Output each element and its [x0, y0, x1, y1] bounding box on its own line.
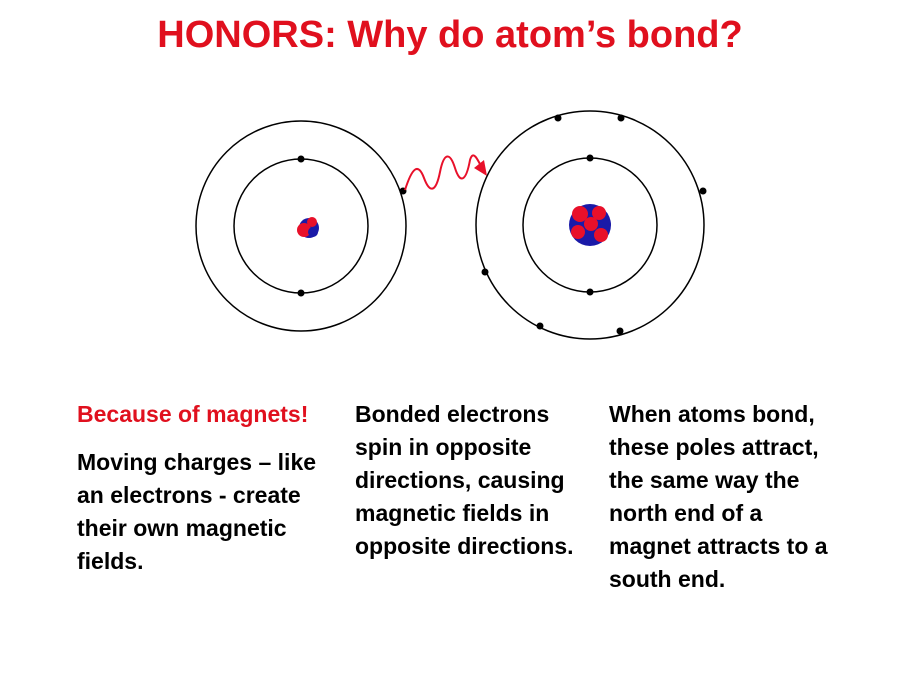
- right-electron: [616, 327, 624, 335]
- arrow-head: [474, 160, 487, 176]
- text-column-3: When atoms bond, these poles attract, th…: [609, 398, 849, 596]
- right-atom-outer-orbit: [475, 110, 705, 340]
- column-1-body: Moving charges – like an electrons - cre…: [77, 449, 317, 574]
- right-atom: [475, 110, 707, 340]
- right-electron: [481, 268, 489, 276]
- right-electron: [586, 154, 594, 162]
- right-electron: [617, 114, 625, 122]
- left-electron: [297, 289, 305, 297]
- slide-title: HONORS: Why do atom’s bond?: [157, 14, 743, 56]
- right-electron: [554, 114, 562, 122]
- left-atom: [195, 120, 407, 332]
- right-atom-nucleus: [569, 204, 611, 246]
- right-electron: [536, 322, 544, 330]
- column-2-body: Bonded electrons spin in opposite direct…: [355, 401, 574, 559]
- column-3-body: When atoms bond, these poles attract, th…: [609, 401, 828, 592]
- right-electron: [586, 288, 594, 296]
- transfer-arrow: [404, 154, 487, 191]
- right-electron: [699, 187, 707, 195]
- left-electron: [297, 155, 305, 163]
- text-column-1: Because of magnets! Moving charges – lik…: [77, 398, 317, 578]
- left-atom-nucleus: [297, 217, 319, 238]
- column-1-heading: Because of magnets!: [77, 401, 309, 427]
- text-column-2: Bonded electrons spin in opposite direct…: [355, 398, 580, 563]
- left-atom-outer-orbit: [195, 120, 407, 332]
- atom-bond-diagram: [195, 110, 707, 340]
